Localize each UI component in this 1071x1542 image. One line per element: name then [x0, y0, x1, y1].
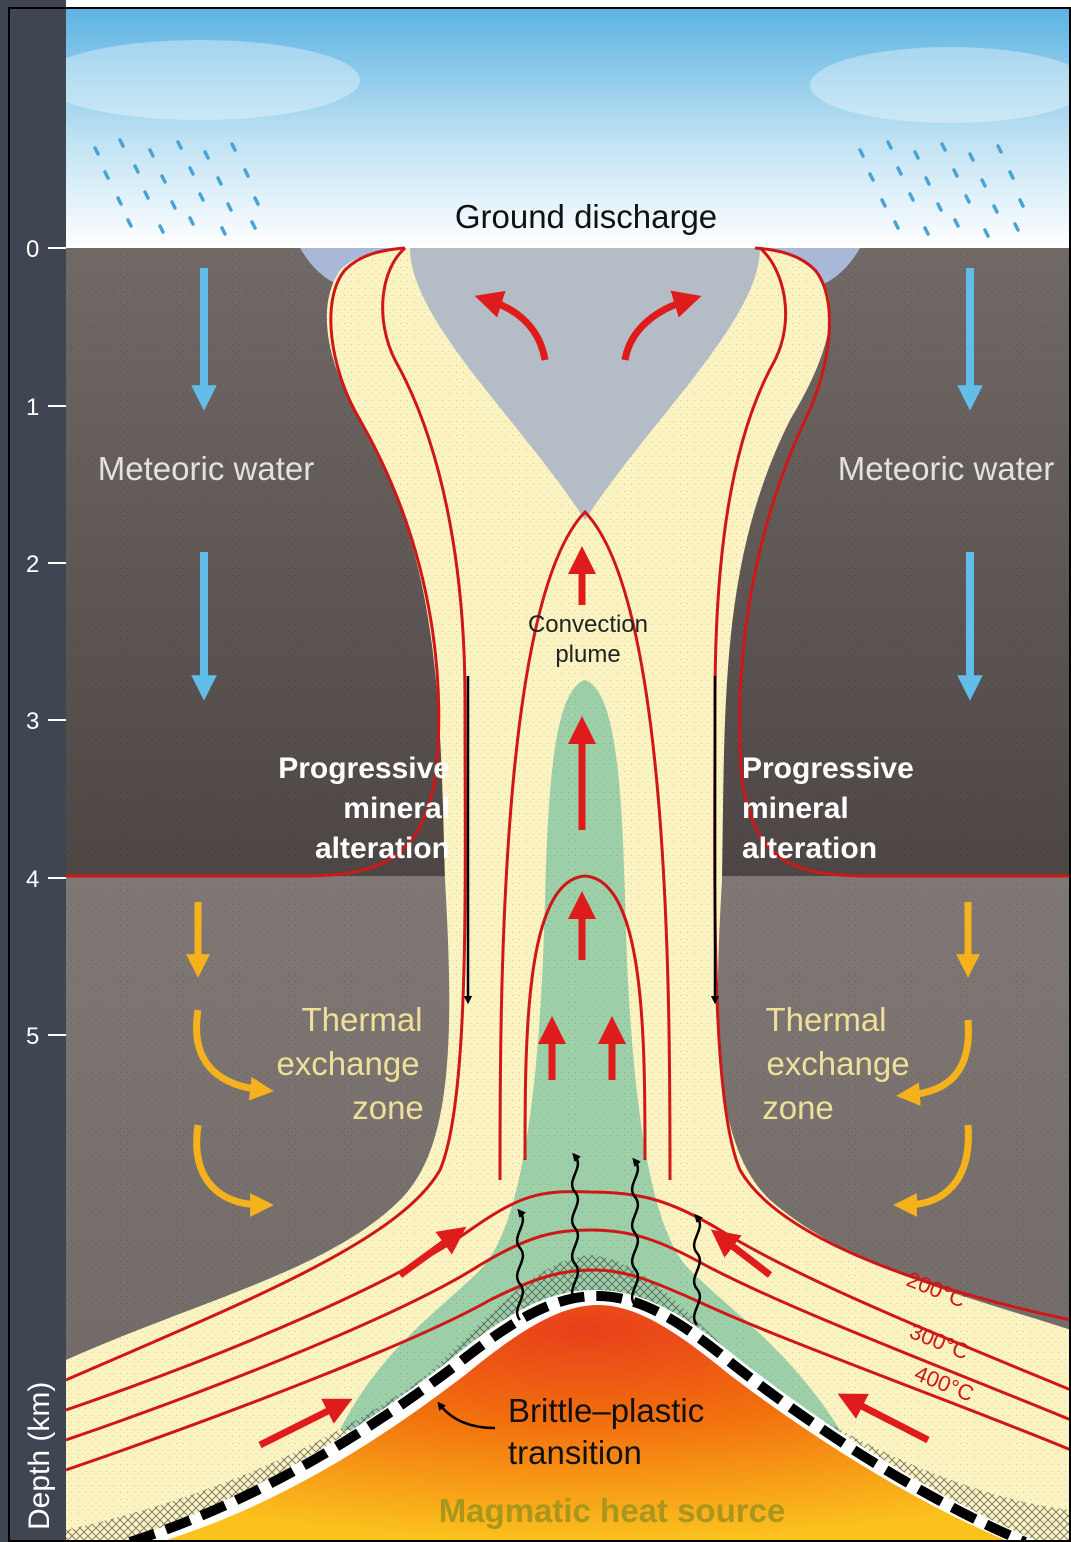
alteration-left-line-3: alteration	[315, 832, 450, 865]
thermal-right-line-3: zone	[762, 1089, 834, 1126]
thermal-right-line-1: Thermal	[765, 1001, 886, 1038]
depth-tick-1: 1	[26, 394, 39, 421]
alteration-left-line-1: Progressive	[278, 752, 450, 785]
depth-axis-title: Depth (km)	[23, 1382, 56, 1530]
convection-plume-label-2: plume	[555, 641, 620, 668]
depth-tick-2: 2	[26, 551, 39, 578]
alteration-right-line-2: mineral	[742, 792, 849, 825]
ground-discharge-label: Ground discharge	[455, 198, 717, 235]
meteoric-water-label-left: Meteoric water	[98, 450, 314, 487]
thermal-left-line-2: exchange	[276, 1045, 419, 1082]
convection-plume-label-1: Convection	[528, 611, 648, 638]
depth-tick-5: 5	[26, 1023, 39, 1050]
alteration-left-line-2: mineral	[343, 792, 450, 825]
magmatic-heat-source-label: Magmatic heat source	[439, 1492, 786, 1529]
depth-tick-4: 4	[26, 866, 39, 893]
depth-tick-3: 3	[26, 708, 39, 735]
alteration-right-line-1: Progressive	[742, 752, 914, 785]
depth-tick-0: 0	[26, 236, 39, 263]
meteoric-water-label-right: Meteoric water	[838, 450, 1054, 487]
transition-label-2: transition	[508, 1434, 642, 1471]
thermal-left-line-1: Thermal	[301, 1001, 422, 1038]
cloud-left	[40, 40, 360, 120]
thermal-right-line-2: exchange	[766, 1045, 909, 1082]
thermal-left-line-3: zone	[352, 1089, 424, 1126]
transition-label-1: Brittle–plastic	[508, 1392, 704, 1429]
alteration-right-line-3: alteration	[742, 832, 877, 865]
